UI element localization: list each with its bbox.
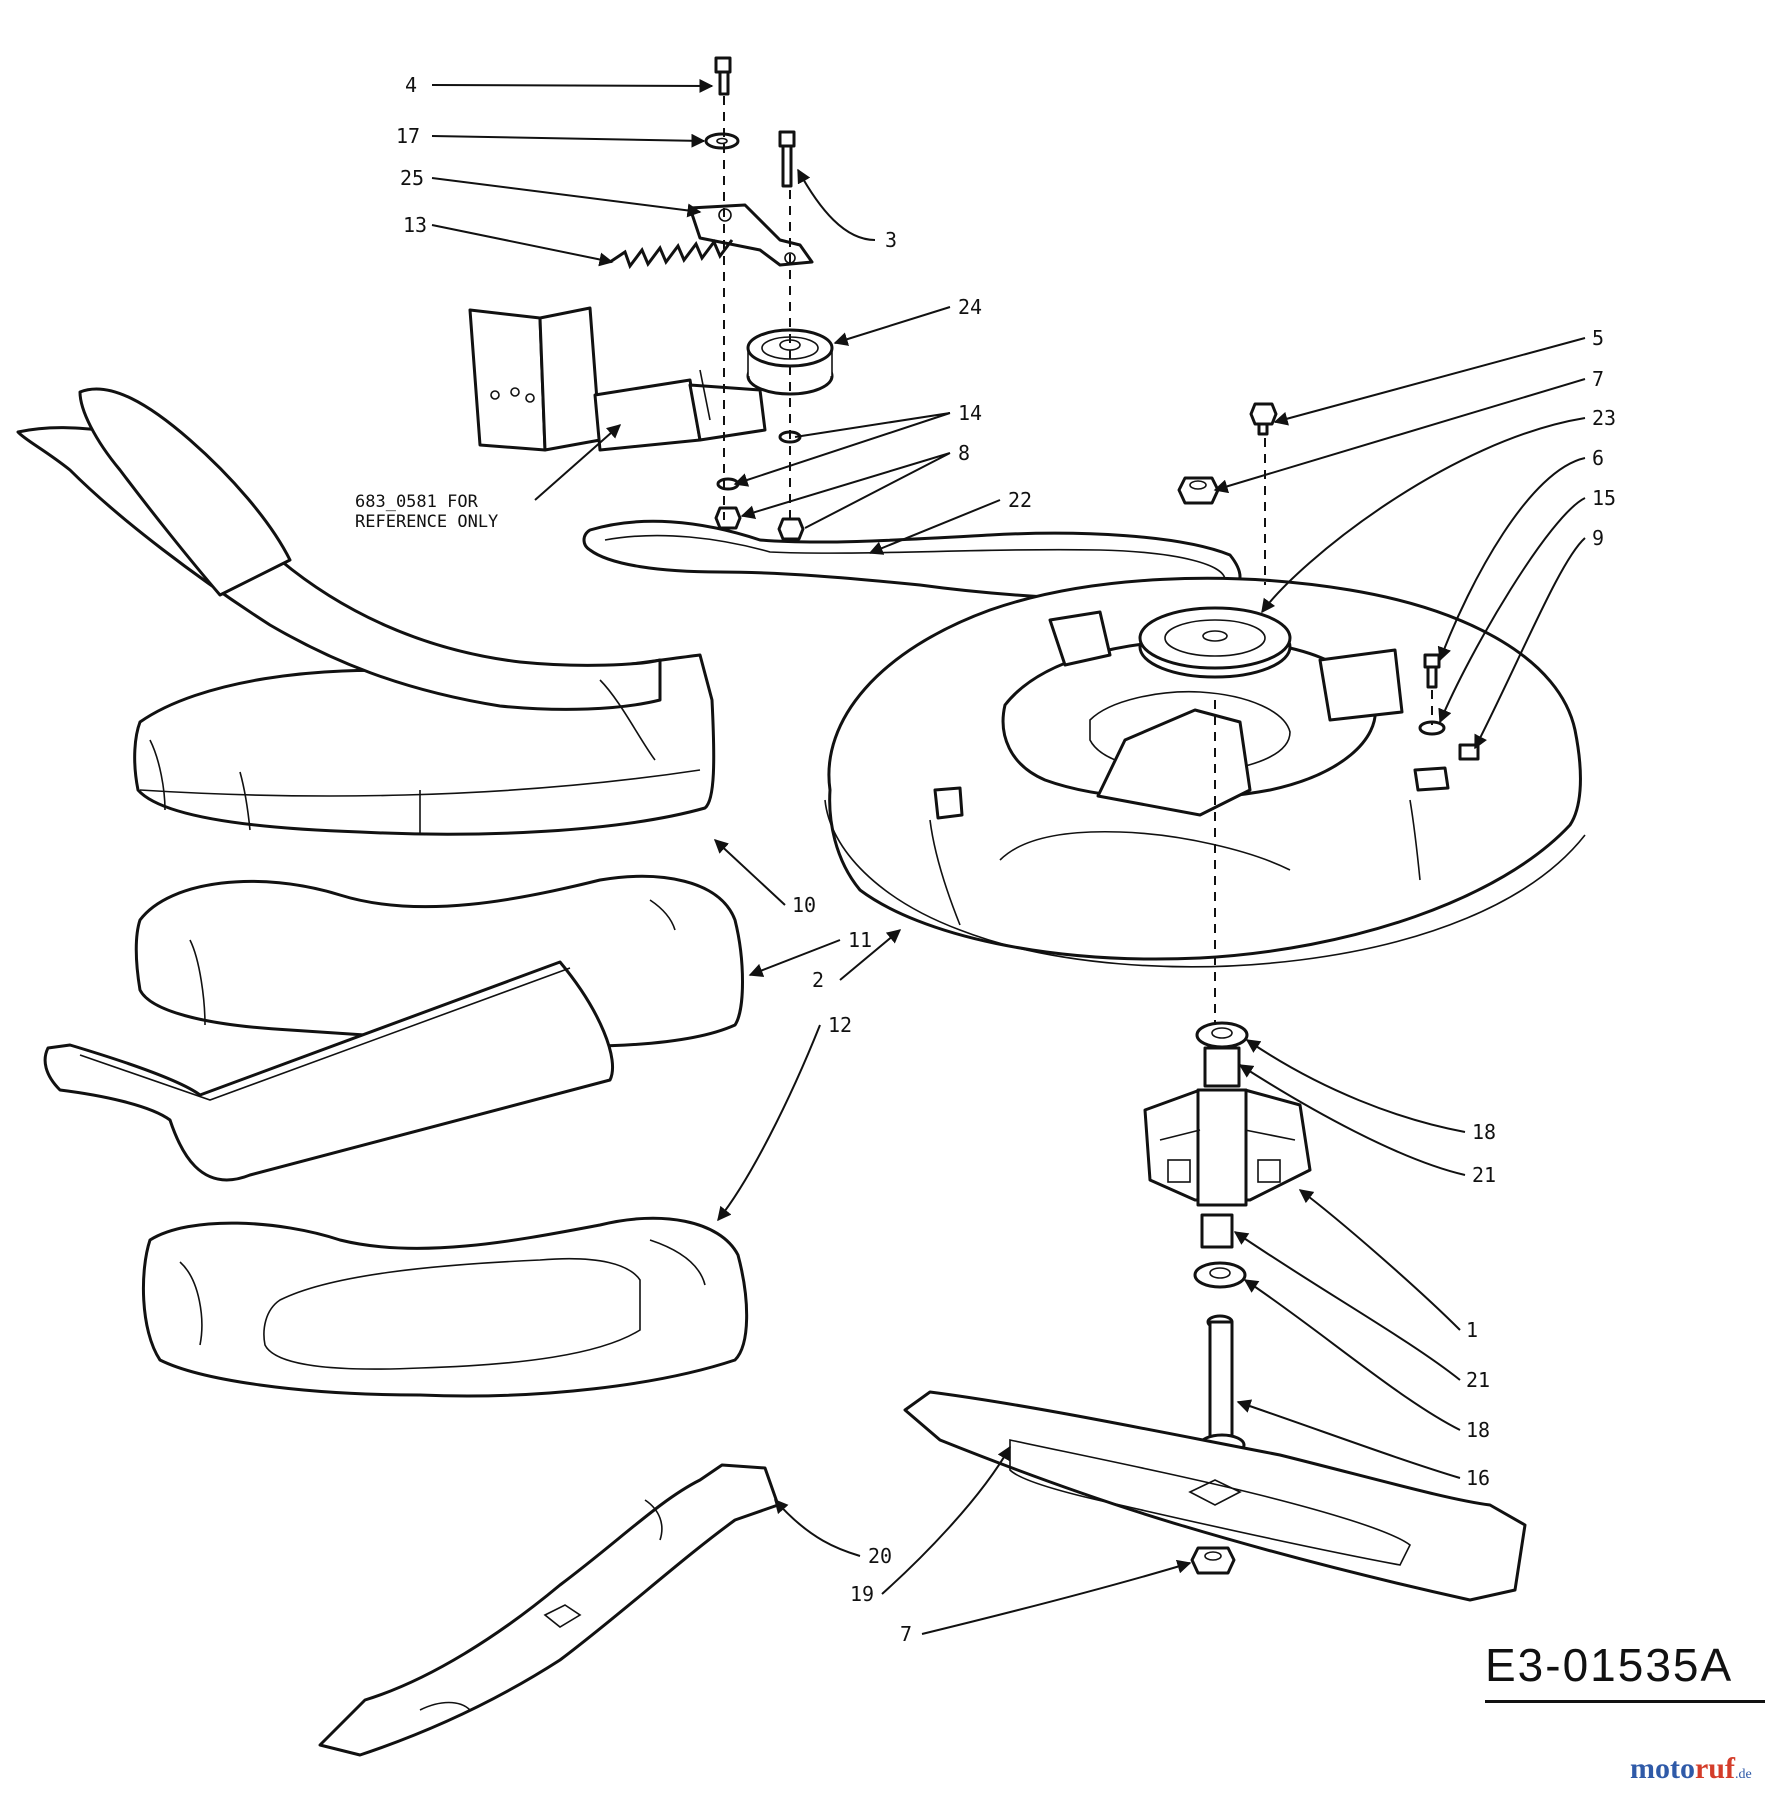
callout-2: 2 (812, 968, 825, 992)
nut-part-9 (1458, 743, 1480, 761)
callout-16: 16 (1466, 1466, 1491, 1490)
callout-12: 12 (828, 1013, 853, 1037)
callout-8: 8 (958, 441, 971, 465)
callout-6: 6 (1592, 446, 1605, 470)
blade-nut-part-7 (1190, 1546, 1236, 1575)
washer-part-14 (716, 430, 802, 491)
callout-4: 4 (405, 73, 418, 97)
callout-21-lower: 21 (1466, 1368, 1491, 1392)
reference-bracket (468, 306, 767, 452)
discharge-chute-part-10 (16, 387, 716, 836)
callout-3: 3 (885, 228, 898, 252)
callout-15: 15 (1592, 486, 1617, 510)
callout-1: 1 (1466, 1318, 1479, 1342)
bolt-part-5 (1249, 402, 1278, 436)
callout-14: 14 (958, 401, 983, 425)
spindle-shaft-part-16 (1198, 1314, 1246, 1457)
callout-11: 11 (848, 928, 873, 952)
callout-21-upper: 21 (1472, 1163, 1497, 1187)
mulch-plug-part-12 (141, 1216, 749, 1398)
callout-13: 13 (403, 213, 428, 237)
spring-part-13 (609, 239, 734, 270)
callout-25: 25 (400, 166, 425, 190)
blade-part-19 (903, 1390, 1527, 1602)
callout-23: 23 (1592, 406, 1617, 430)
spindle-housing-part-1 (1143, 1088, 1312, 1207)
bolt-part-4 (714, 56, 732, 96)
spacer-part-21-upper (1203, 1046, 1241, 1088)
callout-18-upper: 18 (1472, 1120, 1497, 1144)
callout-10: 10 (792, 893, 817, 917)
bearing-part-18-lower (1193, 1261, 1247, 1289)
callout-24: 24 (958, 295, 983, 319)
callout-5: 5 (1592, 326, 1605, 350)
callout-22: 22 (1008, 488, 1033, 512)
callout-7-nut: 7 (1592, 367, 1605, 391)
spacer-part-21-lower (1200, 1213, 1234, 1249)
spindle-pulley-part-23 (1138, 606, 1292, 679)
callout-17: 17 (396, 124, 421, 148)
bearing-part-18-upper (1195, 1021, 1249, 1049)
callout-9: 9 (1592, 526, 1605, 550)
drawing-code-underline (1485, 1700, 1765, 1703)
bolt-part-6 (1423, 653, 1441, 689)
idler-arm-part-25 (688, 203, 814, 267)
washer-part-17 (704, 132, 740, 150)
callout-18-lower: 18 (1466, 1418, 1491, 1442)
blade-part-20 (318, 1463, 780, 1757)
discharge-cover-part-11 (43, 874, 744, 1182)
drawing-code: E3-01535A (1485, 1639, 1734, 1691)
callout-19: 19 (850, 1582, 875, 1606)
nut-part-7 (1177, 476, 1220, 505)
callout-7-blade-nut: 7 (900, 1622, 913, 1646)
callout-20: 20 (868, 1544, 893, 1568)
bolt-part-3 (778, 130, 796, 188)
reference-note: 683_0581 FOR REFERENCE ONLY (355, 492, 499, 532)
mower-deck-part-2 (824, 576, 1586, 968)
watermark-logo: motoruf.de (1630, 1752, 1752, 1785)
